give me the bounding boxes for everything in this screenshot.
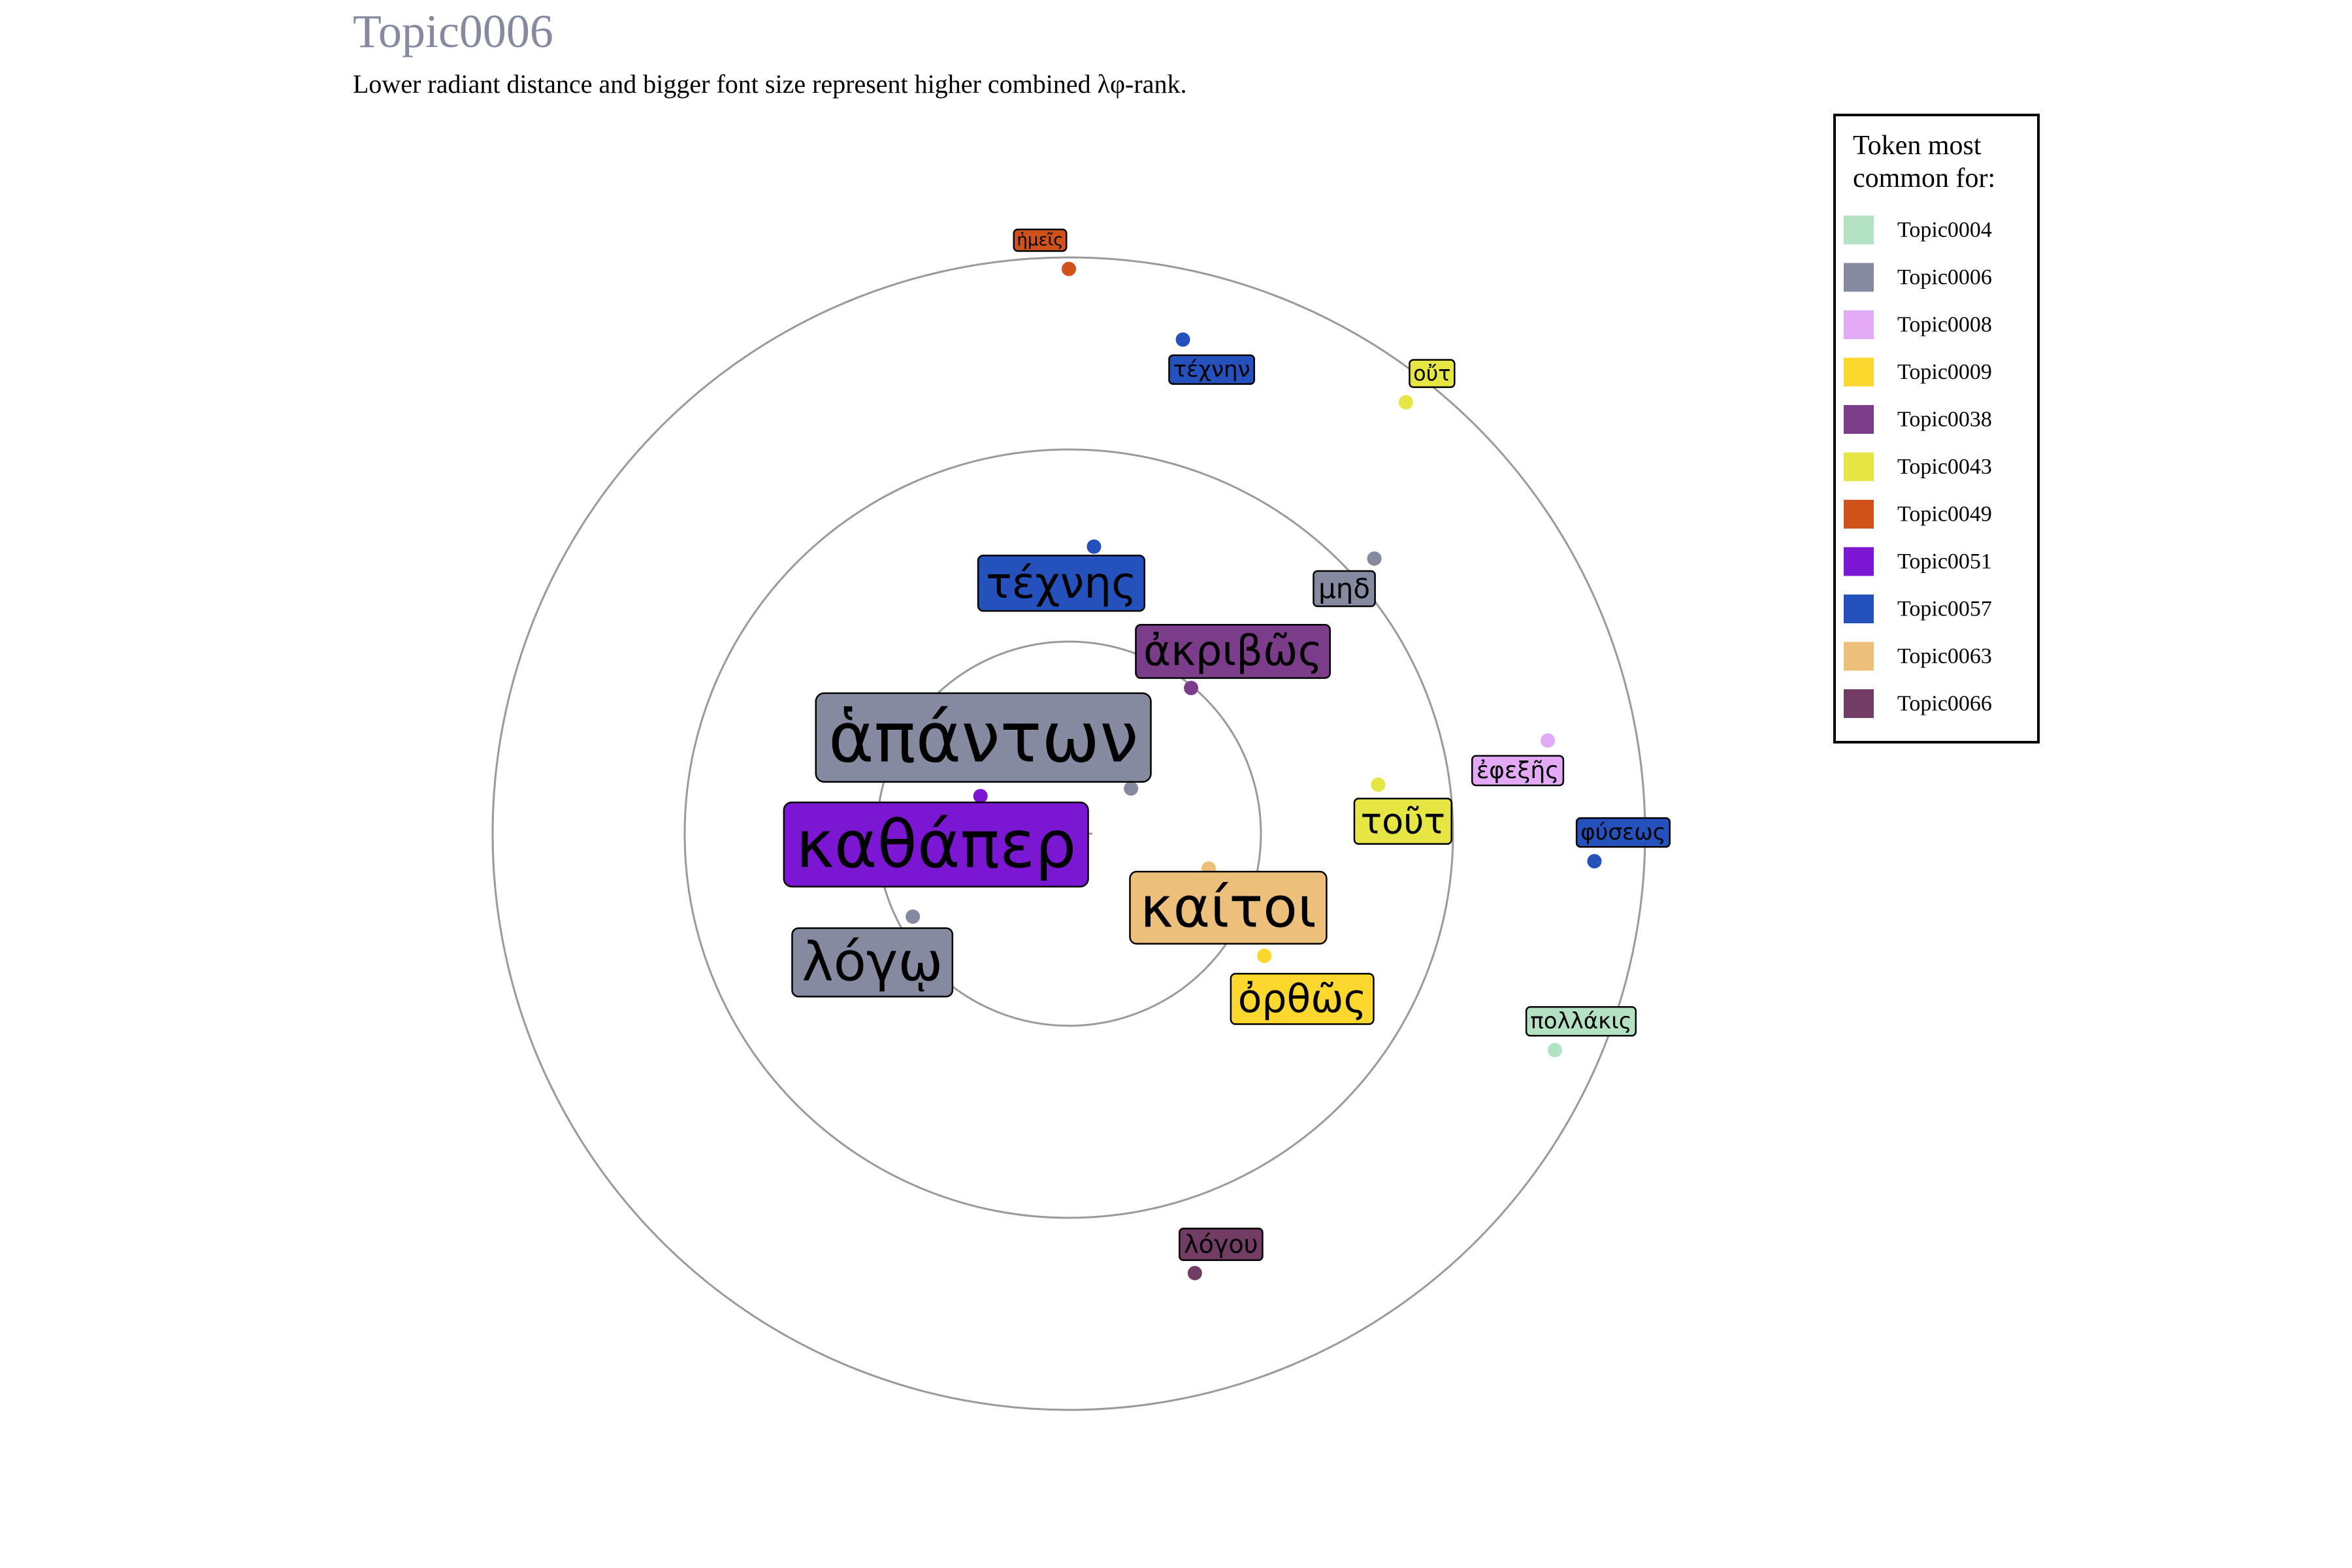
token-6-label-box: [1135, 623, 1331, 679]
legend: Token most common for: Topic0004Topic000…: [1833, 114, 2040, 743]
legend-label-topic0004: Topic0004: [1897, 218, 1992, 242]
token-5-label-text: τέχνης: [986, 558, 1137, 608]
token-11-point: [1587, 854, 1602, 869]
token-15-label: τέχνην: [1168, 354, 1255, 385]
legend-label-topic0051: Topic0051: [1897, 549, 1992, 574]
token-12-label-text: πολλάκις: [1530, 1008, 1631, 1034]
token-14-label-text: λόγου: [1184, 1230, 1258, 1259]
legend-entries: Topic0004Topic0006Topic0008Topic0009Topi…: [1844, 216, 1992, 718]
token-6-point: [1184, 681, 1199, 696]
legend-label-topic0049: Topic0049: [1897, 502, 1992, 527]
legend-swatch-topic0008: [1844, 310, 1874, 339]
token-14-label-box: [1179, 1228, 1264, 1262]
token-7-label: ὀρθῶς: [1230, 973, 1375, 1025]
legend-label-topic0006: Topic0006: [1897, 265, 1992, 289]
chart-subtitle: Lower radiant distance and bigger font s…: [353, 69, 1186, 99]
token-13-label-box: [1409, 359, 1456, 388]
legend-title-line-2: common for:: [1853, 163, 1995, 193]
token-4-label-box: [791, 927, 954, 998]
legend-swatch-topic0004: [1844, 216, 1874, 244]
token-1-label-box: [815, 692, 1152, 783]
legend-label-topic0057: Topic0057: [1897, 597, 1992, 621]
token-9-label: μηδ: [1313, 570, 1376, 608]
token-6-label: ἀκριβῶς: [1135, 623, 1331, 679]
legend-swatch-topic0049: [1844, 500, 1874, 529]
legend-label-topic0009: Topic0009: [1897, 360, 1992, 384]
token-1-label-text: ἁπάντων: [828, 697, 1139, 777]
legend-swatch-topic0006: [1844, 263, 1874, 292]
token-8-label: τοῦτ: [1353, 798, 1452, 845]
token-8-label-box: [1353, 798, 1452, 845]
token-9-point: [1367, 551, 1382, 566]
token-12-label: πολλάκις: [1525, 1005, 1637, 1037]
token-4-point: [906, 909, 921, 924]
legend-swatch-topic0066: [1844, 689, 1874, 718]
token-5-label-box: [977, 554, 1146, 612]
legend-title-line-1: Token most: [1853, 131, 1982, 161]
token-12-point: [1547, 1043, 1562, 1058]
token-15-label-text: τέχνην: [1173, 357, 1250, 383]
token-14-label: λόγου: [1179, 1228, 1264, 1262]
legend-label-topic0043: Topic0043: [1897, 455, 1992, 479]
legend-label-topic0008: Topic0008: [1897, 313, 1992, 337]
legend-label-topic0038: Topic0038: [1897, 408, 1992, 432]
token-4-label: λόγῳ: [791, 927, 954, 998]
token-11-label-text: φύσεως: [1580, 819, 1665, 845]
token-16-point: [1062, 261, 1076, 276]
legend-label-topic0066: Topic0066: [1897, 692, 1992, 716]
token-9-label-box: [1313, 570, 1376, 608]
token-16-label-text: ἡμεῖς: [1017, 231, 1063, 250]
legend-swatch-topic0009: [1844, 357, 1874, 387]
legend-swatch-topic0038: [1844, 405, 1874, 434]
token-2-label-text: καθάπερ: [796, 806, 1077, 883]
chart-title: Topic0006: [353, 5, 553, 57]
token-7-label-box: [1230, 973, 1375, 1025]
token-9-label-text: μηδ: [1318, 573, 1370, 605]
token-7-point: [1257, 948, 1272, 963]
token-8-label-text: τοῦτ: [1361, 801, 1445, 842]
token-2-label-box: [783, 801, 1089, 888]
token-3-label-text: καίτοι: [1140, 875, 1316, 940]
token-6-label-text: ἀκριβῶς: [1143, 627, 1322, 676]
token-13-label-text: οὔτ: [1413, 361, 1450, 386]
token-3-label-box: [1129, 870, 1328, 945]
token-15-label-box: [1168, 354, 1255, 385]
legend-swatch-topic0063: [1844, 642, 1874, 671]
token-3-label: καίτοι: [1129, 870, 1328, 945]
token-10-label: ἐφεξῆς: [1471, 755, 1565, 787]
token-5-label: τέχνης: [977, 554, 1146, 612]
token-5-point: [1086, 539, 1102, 554]
token-11-label: φύσεως: [1575, 817, 1671, 848]
legend-swatch-topic0051: [1844, 547, 1874, 576]
legend-label-topic0063: Topic0063: [1897, 644, 1992, 668]
token-10-label-text: ἐφεξῆς: [1477, 757, 1560, 784]
token-2-label: καθάπερ: [783, 801, 1089, 888]
distance-ring-2: [683, 448, 1454, 1219]
token-14-point: [1187, 1266, 1202, 1281]
token-8-point: [1371, 777, 1386, 792]
token-points: [906, 261, 1602, 1281]
token-11-label-box: [1575, 817, 1671, 848]
token-1-point: [1124, 781, 1139, 796]
token-1-label: ἁπάντων: [815, 692, 1152, 783]
token-10-point: [1541, 733, 1556, 748]
legend-swatch-topic0043: [1844, 452, 1874, 482]
token-13-point: [1398, 395, 1413, 410]
token-10-label-box: [1471, 755, 1565, 787]
token-16-label: ἡμεῖς: [1013, 228, 1068, 252]
legend-swatch-topic0057: [1844, 595, 1874, 623]
token-4-label-text: λόγῳ: [802, 931, 943, 993]
token-13-label: οὔτ: [1409, 359, 1456, 388]
token-16-label-box: [1013, 228, 1068, 252]
token-7-label-text: ὀρθῶς: [1238, 976, 1367, 1022]
token-12-label-box: [1525, 1005, 1637, 1037]
token-15-point: [1175, 332, 1190, 347]
token-2-point: [973, 789, 988, 804]
